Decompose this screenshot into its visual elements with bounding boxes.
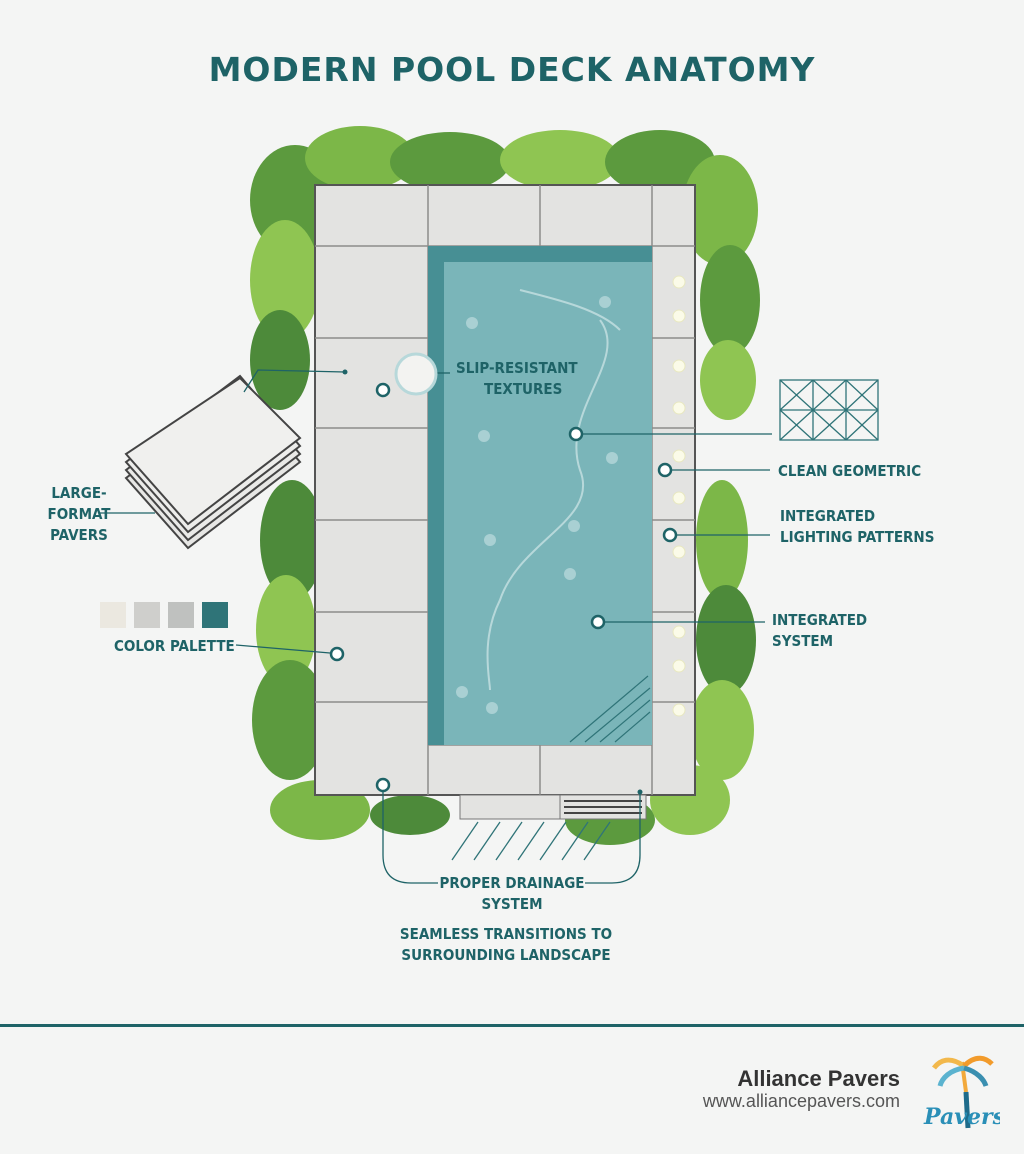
swatch-4: [202, 602, 228, 628]
paver-stack-illustration: [124, 374, 302, 550]
swatch-3: [168, 602, 194, 628]
svg-text:Pavers: Pavers: [923, 1104, 1000, 1130]
color-palette-swatches: [100, 602, 228, 628]
callout-lines: [100, 369, 772, 884]
page-title: MODERN POOL DECK ANATOMY: [208, 50, 816, 89]
swatch-1: [100, 602, 126, 628]
texture-magnifier: [394, 352, 438, 396]
label-color-palette: COLOR PALETTE: [114, 637, 235, 655]
swatch-2: [134, 602, 160, 628]
deck-lights: [672, 275, 686, 717]
foliage: [250, 126, 760, 845]
pool-water: [428, 246, 652, 745]
company-name: Alliance Pavers: [737, 1066, 900, 1091]
drainage: [451, 794, 647, 861]
label-clean-geometric: CLEAN GEOMETRIC: [778, 462, 922, 480]
geometric-pattern-icon: [779, 379, 879, 441]
alliance-pavers-logo: Pavers: [923, 1055, 1000, 1130]
footer-divider: [0, 1024, 1024, 1027]
company-url[interactable]: www.alliancepavers.com: [702, 1091, 900, 1111]
pool-deck-diagram: [100, 126, 879, 884]
callout-markers: [329, 382, 678, 793]
